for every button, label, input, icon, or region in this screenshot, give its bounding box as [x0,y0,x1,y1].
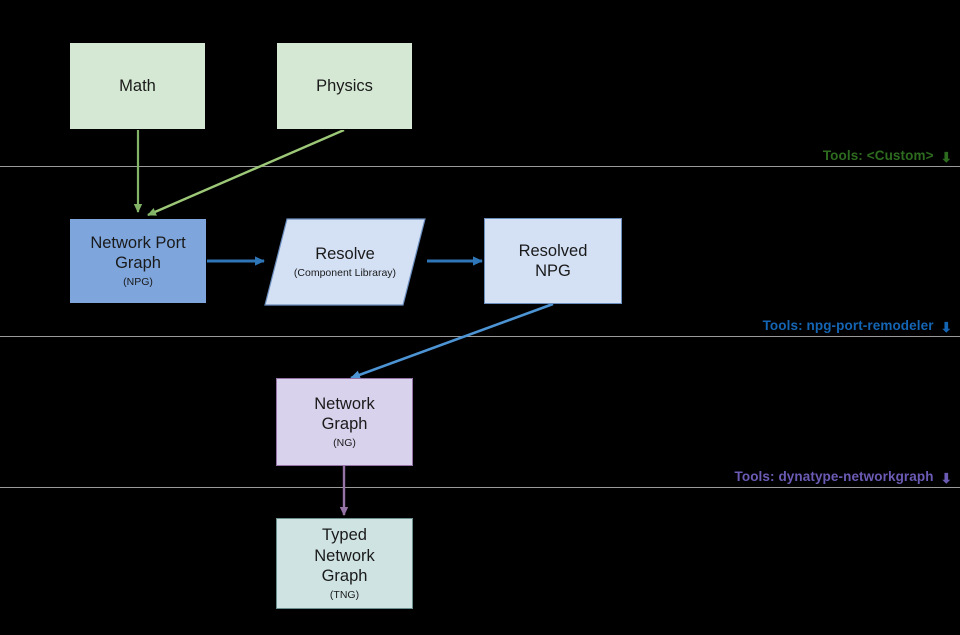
lane-divider-2 [0,336,960,337]
node-npg-title-line1: Network Port [90,233,186,252]
node-network-graph-title-line1: Network [314,394,375,413]
node-tng-title-line2: Network [314,546,375,565]
node-tng-subtitle: (TNG) [329,588,360,601]
node-physics[interactable]: Physics [276,42,413,130]
node-network-graph-title-line2: Graph [321,415,368,434]
node-resolve[interactable]: Resolve (Component Libraray) [264,218,426,306]
lane-label-dynatype-networkgraph: Tools: dynatype-networkgraph ⬇ [735,469,953,487]
node-tng-title-line3: Graph [321,566,368,585]
lane-label-text: Tools: <Custom> [822,148,934,163]
node-resolved-npg-title-line1: Resolved [518,241,588,260]
lane-label-text: Tools: npg-port-remodeler [762,318,934,333]
lane-label-text: Tools: dynatype-networkgraph [734,469,934,484]
node-tng-title-line1: Typed [322,526,367,545]
node-npg-subtitle: (NPG) [123,276,153,289]
node-network-graph[interactable]: Network Graph (NG) [276,378,413,466]
node-math[interactable]: Math [69,42,206,130]
edge-resolved-npg-to-network-graph [350,302,554,380]
lane-label-npg-port-remodeler: Tools: npg-port-remodeler ⬇ [763,318,952,336]
lane-label-custom: Tools: <Custom> ⬇ [823,148,952,166]
node-math-title: Math [119,76,156,95]
node-resolved-npg[interactable]: Resolved NPG [484,218,622,304]
node-resolve-title: Resolve [315,245,375,264]
lane-divider-3 [0,487,960,488]
node-network-graph-subtitle: (NG) [333,437,356,450]
down-arrow-icon: ⬇ [940,320,952,335]
node-resolve-subtitle: (Component Libraray) [293,267,397,280]
parallelogram-shape [264,218,426,306]
node-resolved-npg-title-line2: NPG [535,262,571,280]
lane-divider-1 [0,166,960,167]
node-network-port-graph[interactable]: Network Port Graph (NPG) [69,218,207,304]
down-arrow-icon: ⬇ [940,471,952,486]
node-typed-network-graph[interactable]: Typed Network Graph (TNG) [276,518,413,609]
down-arrow-icon: ⬇ [940,150,952,165]
edge-physics-to-npg [147,128,345,217]
node-physics-title: Physics [316,76,373,95]
node-npg-title-line2: Graph [115,254,161,273]
